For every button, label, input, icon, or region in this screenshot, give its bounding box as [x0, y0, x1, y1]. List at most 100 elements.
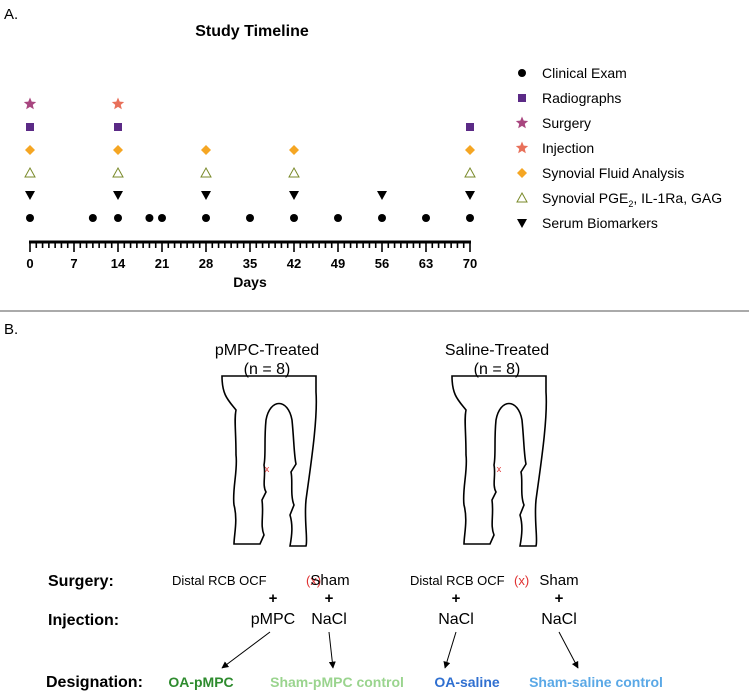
- point-synovial-pge2-il-1ra-gag: [24, 166, 36, 178]
- point-synovial-fluid-analysis: [201, 145, 211, 155]
- designation-sham-pmpc: Sham-pMPC control: [270, 674, 404, 690]
- surgery-ocf-saline: Distal RCB OCF: [410, 573, 505, 588]
- arrow-oa-saline: [443, 631, 457, 669]
- point-radiographs: [114, 123, 122, 131]
- surgery-sham-saline: Sham: [539, 572, 578, 589]
- x-tick-label: 21: [155, 256, 169, 271]
- legend-marker: [516, 191, 528, 203]
- point-clinical-exam: [158, 214, 166, 222]
- point-synovial-fluid-analysis: [465, 145, 475, 155]
- injection-nacl-saline-sham: NaCl: [541, 611, 577, 628]
- plus-pmpc-left: +: [269, 590, 278, 607]
- point-synovial-pge2-il-1ra-gag: [464, 166, 476, 178]
- x-tick-label: 35: [243, 256, 257, 271]
- point-serum-biomarkers: [289, 191, 299, 200]
- point-serum-biomarkers: [201, 191, 211, 200]
- point-clinical-exam: [422, 214, 430, 222]
- legend-label: Surgery: [542, 115, 591, 131]
- point-synovial-pge2-il-1ra-gag: [112, 166, 124, 178]
- legend-label: Clinical Exam: [542, 65, 627, 81]
- x-tick-label: 49: [331, 256, 345, 271]
- group-n-pmpc: (n = 8): [244, 361, 291, 378]
- point-clinical-exam: [466, 214, 474, 222]
- legend-marker: [517, 168, 527, 178]
- designation-sham-saline: Sham-saline control: [529, 674, 663, 690]
- legend-label: Serum Biomarkers: [542, 215, 658, 231]
- point-clinical-exam: [202, 214, 210, 222]
- group-n-saline: (n = 8): [474, 361, 521, 378]
- point-injection: [111, 97, 125, 110]
- point-clinical-exam: [290, 214, 298, 222]
- panel-a-label: A.: [4, 6, 18, 23]
- legend-item: Clinical Exam: [518, 65, 627, 81]
- point-synovial-fluid-analysis: [25, 145, 35, 155]
- ocf-mark-pmpc: x: [265, 464, 270, 474]
- point-clinical-exam: [246, 214, 254, 222]
- surgery-ocf-pmpc: Distal RCB OCF: [172, 573, 267, 588]
- legend-marker: [517, 219, 527, 228]
- x-tick-label: 0: [26, 256, 33, 271]
- point-serum-biomarkers: [25, 191, 35, 200]
- x-tick-label: 7: [70, 256, 77, 271]
- legend-item: Radiographs: [518, 90, 621, 106]
- row-label-surgery: Surgery:: [48, 573, 114, 590]
- arrow-sham-pmpc: [328, 631, 336, 669]
- panel-b-label: B.: [4, 321, 18, 338]
- timeline-axis: 0 7 14 21 28 35 42 49 56 63 70: [26, 240, 477, 271]
- surgery-x-saline: (x): [514, 573, 529, 588]
- point-serum-biomarkers: [113, 191, 123, 200]
- group-title-saline: Saline-Treated: [445, 342, 549, 359]
- plus-saline-right: +: [555, 590, 564, 607]
- point-synovial-fluid-analysis: [113, 145, 123, 155]
- point-clinical-exam: [145, 214, 154, 222]
- point-synovial-pge2-il-1ra-gag: [200, 166, 212, 178]
- plus-pmpc-right: +: [325, 590, 334, 607]
- group-title-pmpc: pMPC-Treated: [215, 342, 319, 359]
- timeline-marks: [23, 97, 476, 222]
- point-serum-biomarkers: [465, 191, 475, 200]
- ocf-mark-saline: x: [497, 464, 502, 474]
- x-tick-label: 14: [111, 256, 126, 271]
- point-clinical-exam: [88, 214, 97, 222]
- x-tick-label: 63: [419, 256, 433, 271]
- row-label-injection: Injection:: [48, 612, 119, 629]
- point-surgery: [23, 97, 37, 110]
- legend-label: Injection: [542, 140, 594, 156]
- surgery-sham-pmpc: Sham: [310, 572, 349, 589]
- legend: Clinical ExamRadiographsSurgeryInjection…: [515, 65, 722, 231]
- point-synovial-fluid-analysis: [289, 145, 299, 155]
- surgery-x-pmpc: (x): [306, 573, 321, 588]
- legend-item: Injection: [515, 140, 594, 156]
- x-tick-label: 42: [287, 256, 301, 271]
- arrow-oa-pmpc: [221, 631, 271, 669]
- point-clinical-exam: [114, 214, 122, 222]
- injection-nacl-saline: NaCl: [438, 611, 474, 628]
- legend-item: Synovial PGE2, IL-1Ra, GAG: [516, 190, 722, 209]
- injection-pmpc: pMPC: [251, 611, 295, 628]
- legend-label: Synovial Fluid Analysis: [542, 165, 684, 181]
- chart-title: Study Timeline: [195, 23, 309, 40]
- legend-label: Radiographs: [542, 90, 621, 106]
- limb-outline-saline: [451, 375, 548, 547]
- designation-oa-pmpc: OA-pMPC: [168, 674, 233, 690]
- legend-marker: [515, 141, 529, 154]
- limb-outline-pmpc: [221, 375, 318, 547]
- point-clinical-exam: [26, 214, 34, 222]
- point-clinical-exam: [334, 214, 342, 222]
- x-tick-label: 70: [463, 256, 477, 271]
- point-radiographs: [26, 123, 34, 131]
- x-tick-label: 56: [375, 256, 389, 271]
- legend-item: Surgery: [515, 115, 591, 131]
- legend-label: Synovial PGE2, IL-1Ra, GAG: [542, 190, 722, 209]
- row-label-designation: Designation:: [46, 674, 143, 691]
- point-clinical-exam: [378, 214, 386, 222]
- x-tick-label: 28: [199, 256, 213, 271]
- legend-marker: [518, 69, 526, 77]
- legend-marker: [518, 94, 526, 102]
- arrow-sham-saline: [558, 631, 579, 669]
- legend-item: Synovial Fluid Analysis: [517, 165, 684, 181]
- point-radiographs: [466, 123, 474, 131]
- point-serum-biomarkers: [377, 191, 387, 200]
- plus-saline-left: +: [452, 590, 461, 607]
